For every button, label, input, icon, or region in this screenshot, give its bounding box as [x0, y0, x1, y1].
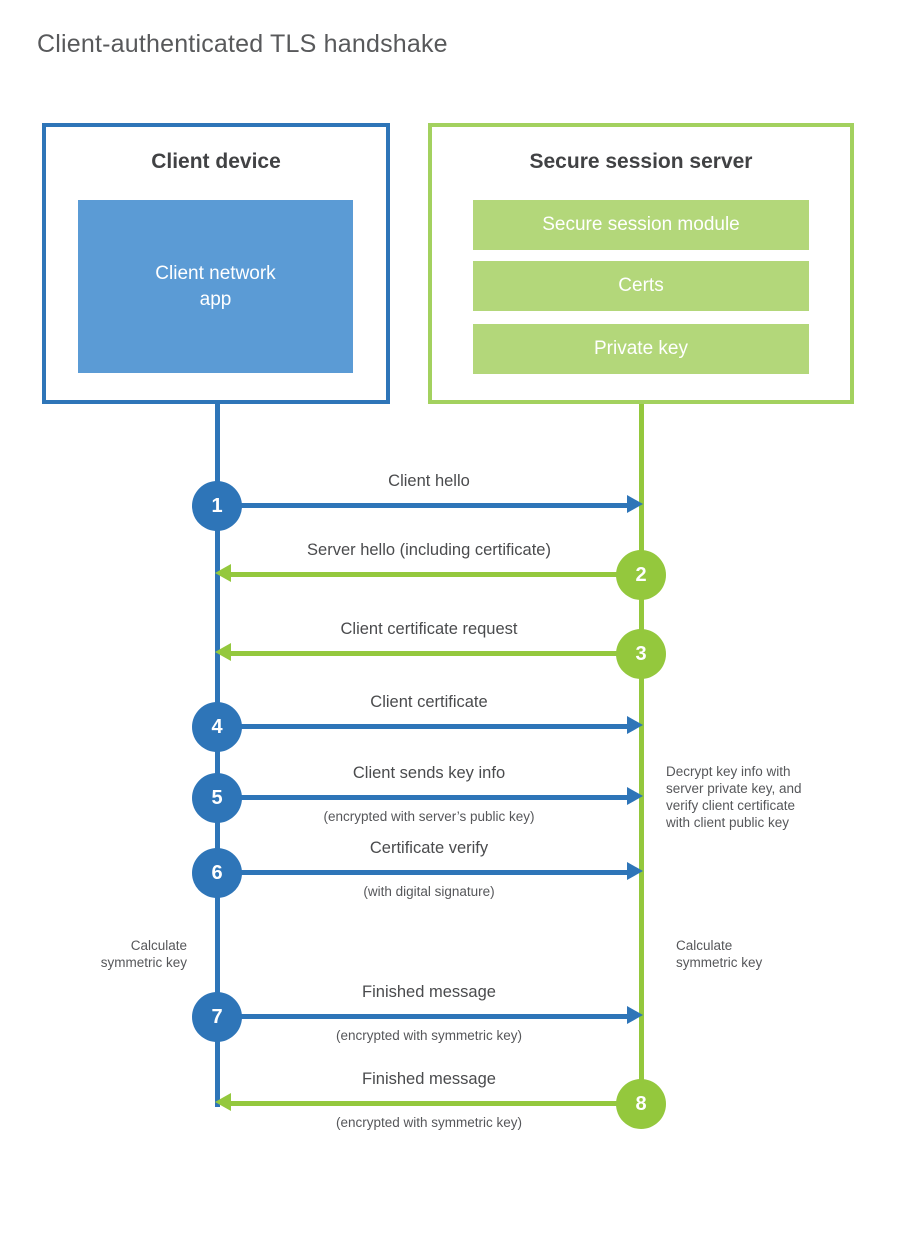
step-number-badge: 2: [616, 550, 666, 600]
arrow-sublabel: (encrypted with symmetric key): [335, 1115, 523, 1130]
arrow-line: [230, 572, 641, 577]
arrowhead-right-icon: [627, 716, 643, 734]
arrow-label: Certificate verify: [369, 839, 489, 857]
arrow-label: Server hello (including certificate): [307, 541, 551, 559]
arrowhead-left-icon: [215, 564, 231, 582]
client-device-heading: Client device: [151, 150, 281, 173]
arrow-line: [217, 795, 628, 800]
note-calculate-symmetric-key-client: Calculate symmetric key: [100, 938, 187, 970]
arrow-sublabel: (encrypted with symmetric key): [335, 1028, 523, 1043]
arrowhead-left-icon: [215, 643, 231, 661]
step-number-badge: 5: [192, 773, 242, 823]
arrowhead-right-icon: [627, 787, 643, 805]
server-lifeline: [639, 404, 644, 1104]
arrow-line: [230, 651, 641, 656]
arrow-line: [217, 1014, 628, 1019]
client-lifeline: [215, 404, 220, 1107]
note-decrypt-key-info: Decrypt key info with server private key…: [666, 764, 802, 830]
arrow-sublabel: (with digital signature): [363, 884, 495, 899]
secure-session-server-heading: Secure session server: [529, 150, 753, 173]
arrow-sublabel: (encrypted with server’s public key): [323, 809, 535, 824]
server-module-private-key: Private key: [473, 324, 809, 374]
arrow-line: [230, 1101, 641, 1106]
arrow-label: Client certificate: [370, 693, 488, 711]
arrow-label: Client sends key info: [352, 764, 506, 782]
server-module-certs: Certs: [473, 261, 809, 311]
arrow-line: [217, 503, 628, 508]
arrow-line: [217, 870, 628, 875]
arrowhead-left-icon: [215, 1093, 231, 1111]
step-number-badge: 3: [616, 629, 666, 679]
note-calculate-symmetric-key-server: Calculate symmetric key: [676, 938, 763, 970]
arrow-label: Client certificate request: [340, 620, 518, 638]
arrow-line: [217, 724, 628, 729]
step-number-badge: 8: [616, 1079, 666, 1129]
arrowhead-right-icon: [627, 1006, 643, 1024]
server-module-secure-session-module: Secure session module: [473, 200, 809, 250]
arrow-label: Finished message: [362, 1070, 496, 1088]
step-number-badge: 4: [192, 702, 242, 752]
page-title: Client-authenticated TLS handshake: [37, 30, 448, 58]
arrow-label: Client hello: [388, 472, 470, 490]
arrowhead-right-icon: [627, 862, 643, 880]
arrow-label: Finished message: [362, 983, 496, 1001]
step-number-badge: 1: [192, 481, 242, 531]
step-number-badge: 7: [192, 992, 242, 1042]
client-network-app-box: Client network app: [78, 200, 353, 373]
arrowhead-right-icon: [627, 495, 643, 513]
step-number-badge: 6: [192, 848, 242, 898]
